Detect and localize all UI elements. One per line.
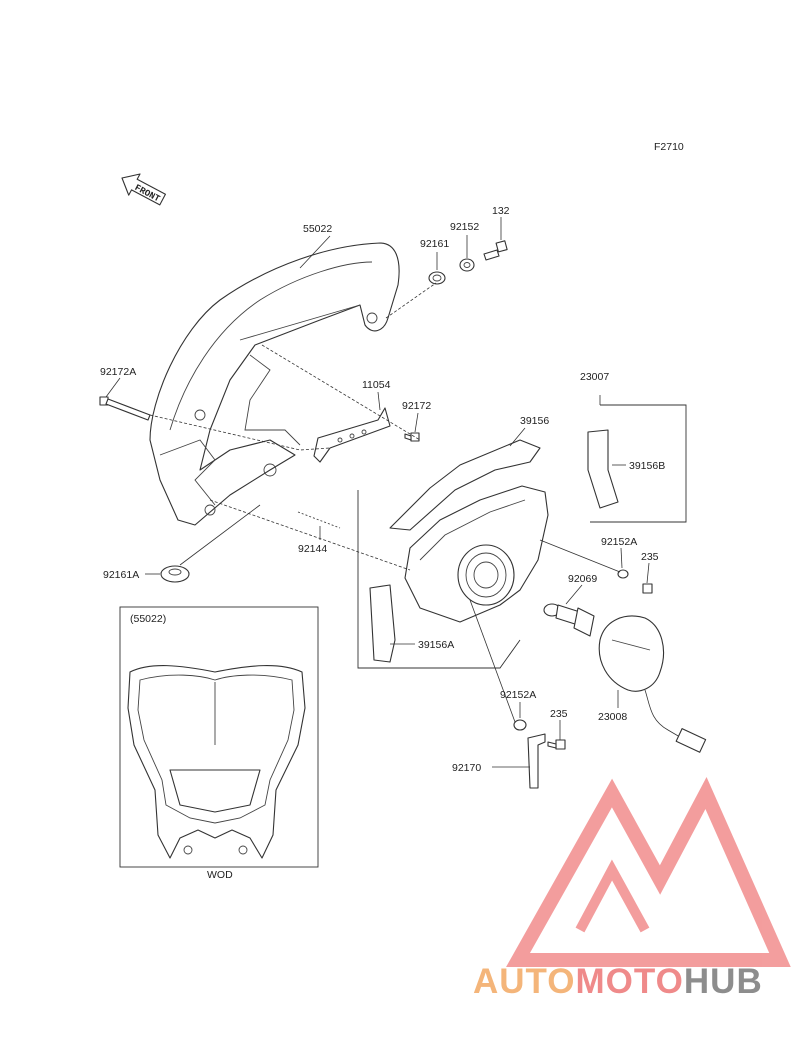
assembly-frame-23007	[357, 490, 521, 669]
socket-23008	[598, 615, 707, 753]
watermark-word-2: MOTO	[575, 962, 684, 1001]
watermark-word-1: AUTO	[473, 962, 576, 1001]
watermark-logo-icon	[506, 776, 791, 967]
spring-92144	[297, 511, 341, 529]
label-235-upper: 235	[641, 551, 659, 563]
label-92144: 92144	[298, 543, 327, 555]
label-23007: 23007	[580, 371, 609, 383]
wod-cowl-front-view	[127, 665, 306, 859]
pad-39156A	[369, 584, 396, 663]
label-92152: 92152	[450, 221, 479, 233]
label-92161A: 92161A	[103, 569, 139, 581]
screw-92172	[404, 432, 420, 442]
label-92172: 92172	[402, 400, 431, 412]
front-direction-arrow: FRONT	[121, 173, 166, 206]
cover-strip-39156	[389, 439, 541, 531]
headlight-housing	[404, 485, 549, 623]
label-132: 132	[492, 205, 510, 217]
rubber-collar-92161A	[160, 565, 190, 583]
inset-caption: WOD	[207, 869, 233, 881]
figure-code: F2710	[654, 141, 684, 153]
screw-235-upper	[642, 583, 653, 594]
bracket-92170	[527, 733, 546, 789]
label-23008: 23008	[598, 711, 627, 723]
screw-235-lower	[547, 739, 566, 750]
washer-92152A-lower	[513, 719, 527, 731]
label-235-lower: 235	[550, 708, 568, 720]
label-55022: 55022	[303, 223, 332, 235]
bracket-11054	[313, 407, 391, 463]
grommet-92161	[428, 271, 446, 285]
collar-92152	[459, 258, 475, 272]
inset-label: (55022)	[130, 613, 166, 625]
watermark-text: AUTOMOTOHUB	[473, 962, 763, 1002]
label-92170: 92170	[452, 762, 481, 774]
label-39156A: 39156A	[418, 639, 454, 651]
label-92069: 92069	[568, 573, 597, 585]
bolt-92172A	[99, 396, 151, 421]
label-92152A-upper: 92152A	[601, 536, 637, 548]
label-92152A-lower: 92152A	[500, 689, 536, 701]
leader-lines	[105, 217, 650, 768]
label-92161: 92161	[420, 238, 449, 250]
label-39156B: 39156B	[629, 460, 665, 472]
pad-39156B	[587, 429, 619, 509]
bolt-132	[483, 240, 508, 261]
bulb-92069	[543, 603, 595, 637]
inset-box: (55022) WOD	[119, 606, 319, 881]
label-39156: 39156	[520, 415, 549, 427]
headlight-cowl-55022	[149, 242, 400, 526]
watermark-word-3: HUB	[683, 962, 763, 1001]
washer-92152A-upper	[617, 569, 629, 579]
label-11054: 11054	[362, 379, 391, 391]
label-92172A: 92172A	[100, 366, 136, 378]
